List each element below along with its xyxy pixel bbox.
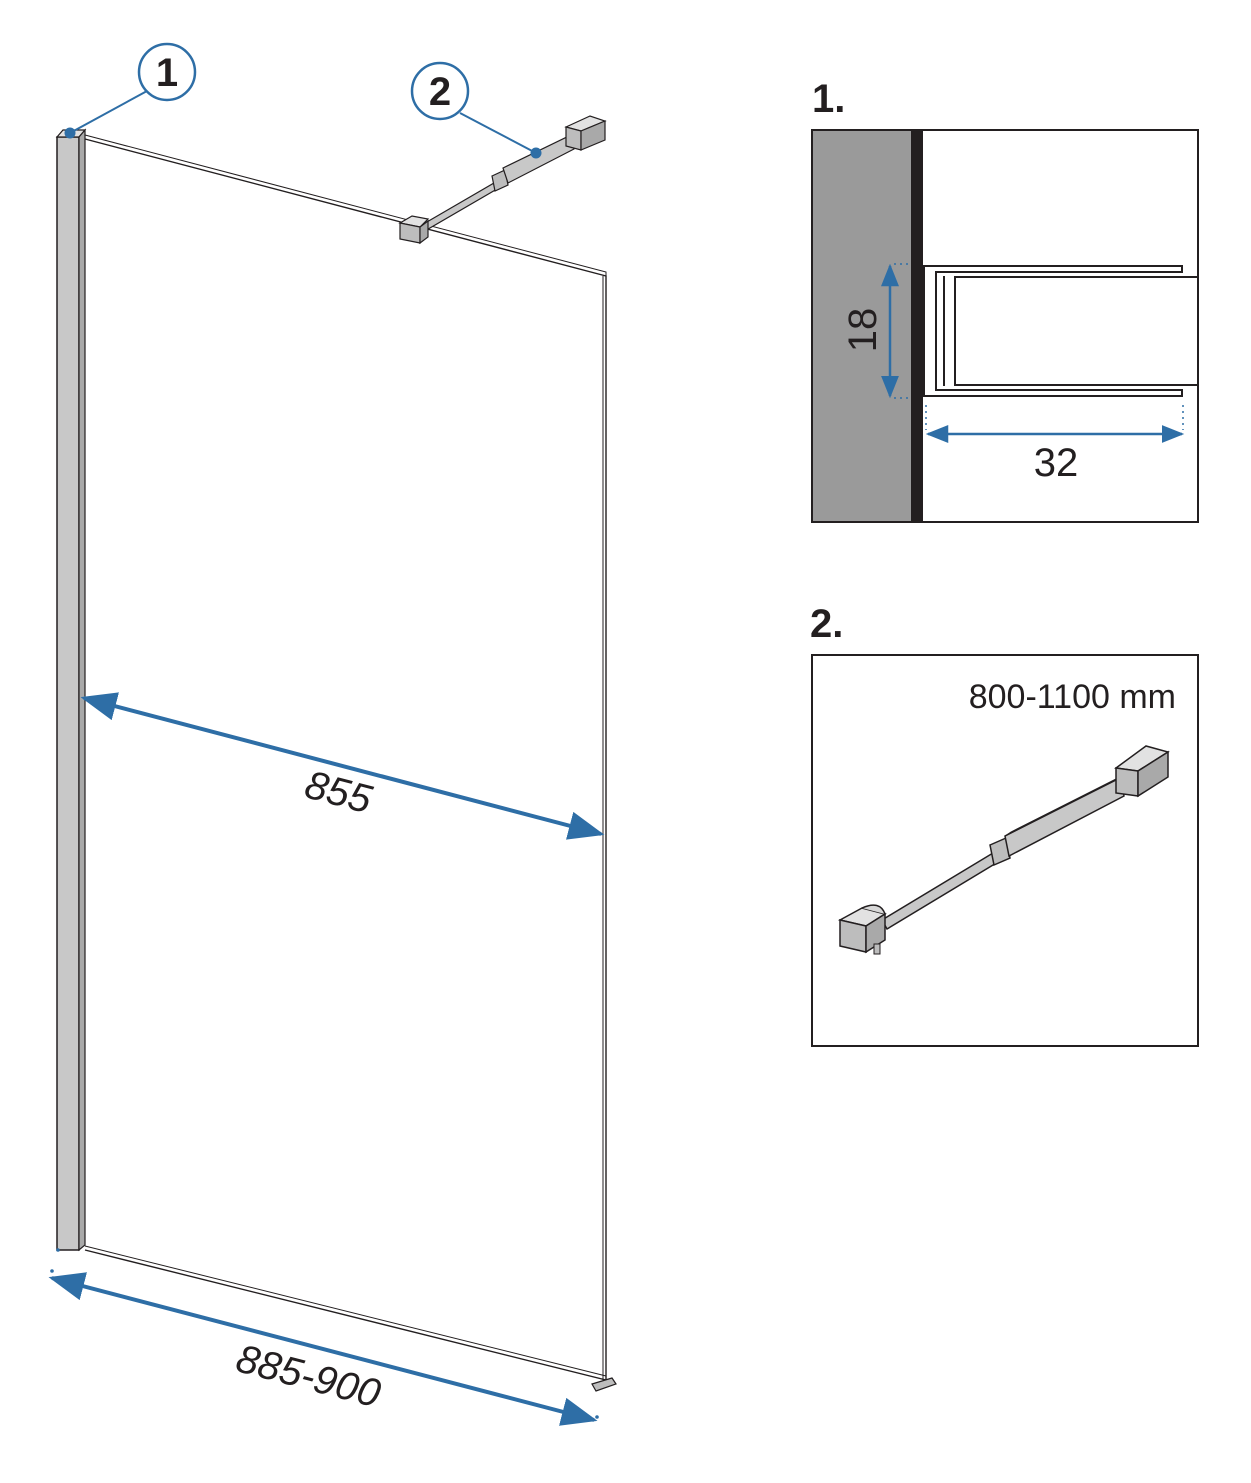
callout-1: 1 (64, 42, 197, 139)
dim-height-label: 18 (841, 308, 885, 353)
callout-1-number: 1 (156, 51, 178, 95)
detail-2-box: 800-1100 mm (811, 654, 1199, 1047)
wall-seal (911, 131, 923, 521)
glass-edge (954, 276, 1199, 386)
dim-depth-label: 32 (1034, 441, 1079, 485)
wall-profile (55, 128, 87, 1252)
u-profile (923, 265, 1183, 397)
detail-1-title: 1. (812, 77, 845, 121)
floor-clip (591, 1377, 617, 1392)
dimension-total-width: 885-900 (48, 1248, 599, 1426)
stabilizer-bar (398, 115, 607, 245)
stabilizer-bar-detail (837, 745, 1170, 955)
stabilizer-range-label: 800-1100 mm (969, 678, 1176, 716)
detail-1-box: 18 32 (811, 129, 1199, 523)
dimension-inner-width: 855 (80, 692, 605, 840)
callout-2-number: 2 (429, 70, 451, 114)
detail-2-title: 2. (810, 602, 843, 646)
callout-2: 2 (410, 61, 542, 159)
glass-panel (84, 134, 607, 1381)
dim-total-width-label: 885-900 (232, 1337, 385, 1417)
